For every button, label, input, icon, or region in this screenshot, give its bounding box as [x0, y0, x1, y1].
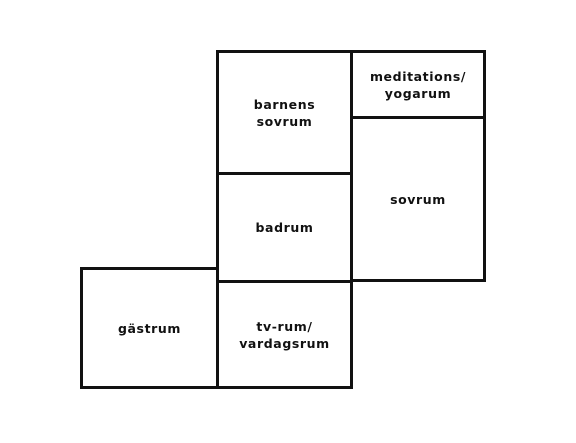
room-label-gastrum: gästrum [117, 320, 182, 336]
room-label-tv-vardagsrum: tv-rum/ vardagsrum [239, 318, 330, 351]
room-gastrum: gästrum [80, 267, 219, 389]
room-meditations-yogarum: meditations/ yogarum [350, 50, 486, 119]
room-label-sovrum: sovrum [390, 191, 446, 207]
room-label-barnens-sovrum: barnens sovrum [253, 96, 316, 129]
room-label-meditations-yogarum: meditations/ yogarum [369, 68, 467, 101]
room-tv-vardagsrum: tv-rum/ vardagsrum [216, 280, 353, 389]
room-badrum: badrum [216, 172, 353, 283]
room-label-badrum: badrum [255, 220, 314, 235]
room-sovrum: sovrum [350, 116, 486, 282]
room-barnens-sovrum: barnens sovrum [216, 50, 353, 175]
